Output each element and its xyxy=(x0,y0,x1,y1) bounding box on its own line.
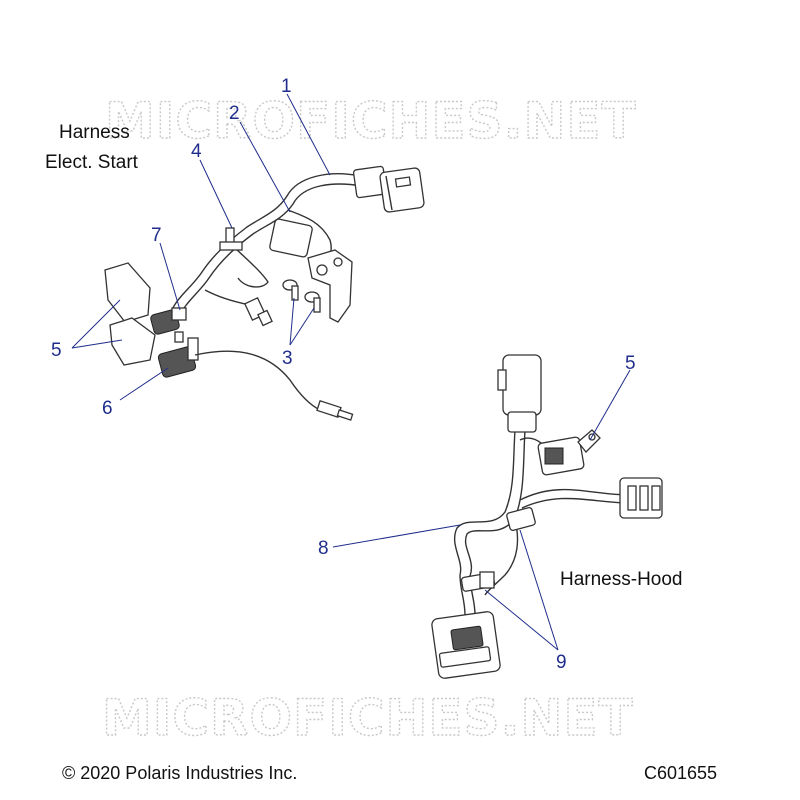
part-7-terminal xyxy=(150,307,187,335)
callout-6: 6 xyxy=(102,398,113,419)
part-6-terminal xyxy=(157,331,199,378)
callout-2: 2 xyxy=(229,103,240,124)
callout-1: 1 xyxy=(281,76,292,97)
connector-1 xyxy=(352,165,425,213)
copyright-text: © 2020 Polaris Industries Inc. xyxy=(62,763,297,783)
hood-bottom-connector xyxy=(431,611,501,679)
part-3-screws xyxy=(282,279,321,313)
harness-hood-assembly xyxy=(431,354,663,679)
callout-3: 3 xyxy=(282,348,293,369)
part-3-bracket xyxy=(307,249,353,323)
hood-part-9-clips xyxy=(460,506,536,592)
leader-lines xyxy=(71,93,631,651)
harness-elect-start-assembly xyxy=(104,165,425,421)
label-harness: Harness xyxy=(59,122,130,143)
label-elect-start: Elect. Start xyxy=(45,152,139,173)
watermark-bottom: MICROFICHES.NET xyxy=(102,689,634,747)
callout-8: 8 xyxy=(318,538,329,559)
callout-5-hood: 5 xyxy=(625,353,636,374)
callout-9: 9 xyxy=(556,652,567,673)
callout-7: 7 xyxy=(151,225,162,246)
callout-numbers: 1 2 4 7 5 6 3 5 8 9 xyxy=(51,76,636,673)
callout-5-elect: 5 xyxy=(51,340,62,361)
label-harness-hood: Harness-Hood xyxy=(560,569,683,590)
hood-part-5-connector xyxy=(537,429,601,476)
part-4-stud xyxy=(219,227,243,251)
callout-4: 4 xyxy=(191,141,202,162)
diagram-code: C601655 xyxy=(644,763,717,783)
hood-top-connector xyxy=(497,354,542,433)
part-2-box xyxy=(269,218,313,258)
watermark-top: MICROFICHES.NET xyxy=(105,92,637,150)
part-5-covers xyxy=(104,262,156,366)
hood-right-connector xyxy=(619,477,663,519)
